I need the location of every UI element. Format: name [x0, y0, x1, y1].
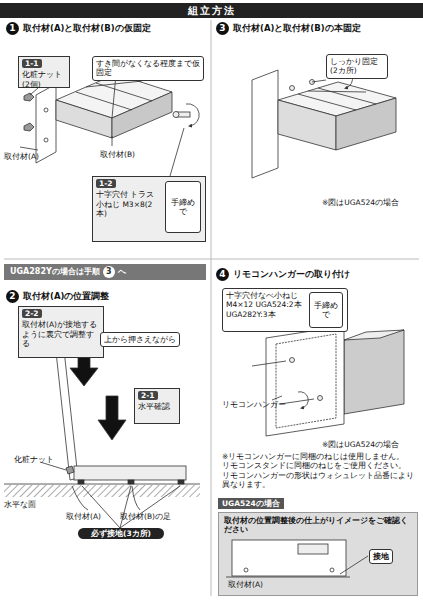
node-text: 十字穴付なべ小ねじ M4×12 UGA524:2本 UGA282Y:3本: [226, 291, 305, 319]
note-box: 接地: [369, 549, 393, 564]
step3-art: [252, 70, 396, 178]
node-text: 十字穴付 トラス小ねじ M3×8(2本): [96, 190, 161, 218]
step-number: 3: [103, 266, 115, 278]
node-text: 取付材の位置調整後の仕上がりイメージをご確認ください: [224, 516, 412, 535]
callout-number: 2-1: [138, 391, 158, 400]
node-text: 化粧ナット (2個): [22, 70, 66, 89]
page-title: 組立方法: [0, 3, 423, 18]
step-heading: 2 取付材(A)の位置調整: [6, 290, 206, 303]
node-text: すき間がなくなる程度まで仮固定: [96, 59, 200, 78]
node-text: UGA282Yの場合は手順: [10, 267, 100, 276]
step4-art: [252, 326, 404, 436]
node-text: 手締めで: [313, 301, 339, 320]
part-label: ※図はUGA524の場合: [322, 440, 399, 449]
step-heading: 4 リモコンハンガーの取り付け: [216, 268, 416, 281]
note-box: 手締めで: [309, 292, 343, 328]
step-number: 4: [216, 268, 229, 281]
note-box: すき間がなくなる程度まで仮固定: [92, 56, 204, 81]
callout-box: 1-2 十字穴付 トラス小ねじ M3×8(2本) 手締めで: [92, 176, 206, 242]
column-divider: [211, 20, 212, 596]
callout-number: 1-2: [96, 179, 116, 188]
step2-art: [4, 340, 200, 528]
node-text: へ: [118, 267, 126, 276]
title-band: [0, 3, 423, 18]
node-text: 取付材(A)が接地するように裏穴で調整する: [22, 320, 100, 348]
note-box: 上から押さえながら: [100, 332, 180, 347]
model-tab: UGA524の場合: [218, 498, 284, 509]
part-label: 化粧ナット: [14, 455, 54, 464]
step-number: 3: [216, 22, 229, 35]
step-heading: 3 取付材(A)と取付材(B)の本固定: [216, 22, 416, 35]
skip-band: UGA282Yの場合は手順3へ: [4, 264, 206, 280]
ground-pill: 必ず接地(3カ所): [78, 528, 164, 539]
callout-box: 1-1 化粧ナット (2個): [18, 56, 70, 88]
node-text: 接地: [373, 552, 389, 561]
callout-box: 2-2 取付材(A)が接地するように裏穴で調整する: [18, 306, 104, 358]
step-title: 取付材(A)と取付材(B)の本固定: [233, 23, 361, 33]
node-text: 手締めで: [169, 198, 197, 217]
callout-box: 2-1 水平確認: [134, 388, 180, 424]
callout-number: 2-2: [22, 309, 42, 318]
step-number: 1: [6, 22, 19, 35]
part-label: 水平な面: [4, 500, 36, 509]
part-label: ※図はUGA524の場合: [322, 198, 399, 207]
row-divider: [4, 259, 419, 260]
part-label: リモコンハンガー: [222, 400, 286, 409]
step-title: 取付材(A)の位置調整: [23, 291, 109, 301]
part-label: 取付材(B)の足: [120, 512, 171, 521]
note-box: しっかり固定 (2カ所): [326, 54, 388, 79]
step-heading: 1 取付材(A)と取付材(B)の仮固定: [6, 22, 206, 35]
part-label: 取付材(B): [100, 150, 135, 159]
part-label: 取付材(A): [228, 580, 263, 589]
node-text: しっかり固定 (2カ所): [330, 57, 384, 76]
step-number: 2: [6, 290, 19, 303]
node-text: 上から押さえながら: [104, 335, 176, 344]
step-title: リモコンハンガーの取り付け: [233, 269, 350, 279]
node-text: 必ず接地(3カ所): [82, 529, 160, 538]
step-title: 取付材(A)と取付材(B)の仮固定: [23, 23, 151, 33]
part-label: 取付材(A): [66, 512, 101, 521]
part-label: 取付材(A): [4, 152, 39, 161]
note-box: 手締めで: [165, 181, 201, 233]
node-text: UGA524の場合: [222, 499, 280, 508]
node-text: 水平確認: [138, 402, 176, 411]
callout-number: 1-1: [22, 59, 42, 68]
note-box: 十字穴付なべ小ねじ M4×12 UGA524:2本 UGA282Y:3本手締めで: [222, 288, 348, 332]
note-text: ※リモコンハンガーに同梱のねじは使用しません。 リモコンスタンドに同梱のねじをご…: [222, 452, 414, 490]
